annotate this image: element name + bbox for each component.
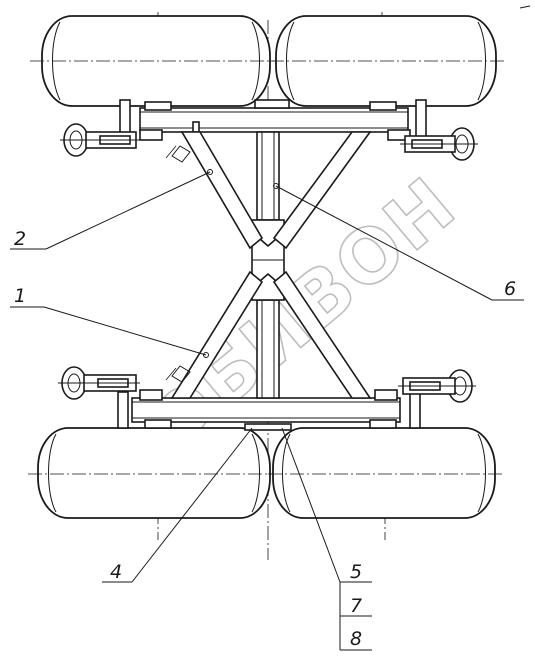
callout-4: 4 [110,561,122,583]
corner-mark [519,5,531,9]
diagonal-struts [170,131,372,399]
callout-5: 5 [350,561,362,583]
callout-6: 6 [504,278,516,300]
bolt-marks [165,145,279,383]
top-axle-beam [119,99,427,141]
top-left-lamp [60,123,140,157]
bottom-axle-beam [117,389,421,431]
callout-2: 2 [14,228,26,250]
top-right-lamp [400,127,478,161]
bottom-left-lamp [58,366,140,400]
callout-1: 1 [14,285,26,307]
leader-lines [10,171,524,651]
bottom-right-wheel [268,427,505,519]
callout-8: 8 [350,628,362,650]
bottom-left-wheel [28,427,280,519]
top-left-wheel [30,15,280,107]
central-tube [251,131,285,399]
top-right-wheel [270,15,505,107]
bottom-right-lamp [398,369,476,403]
callout-7: 7 [350,595,362,617]
